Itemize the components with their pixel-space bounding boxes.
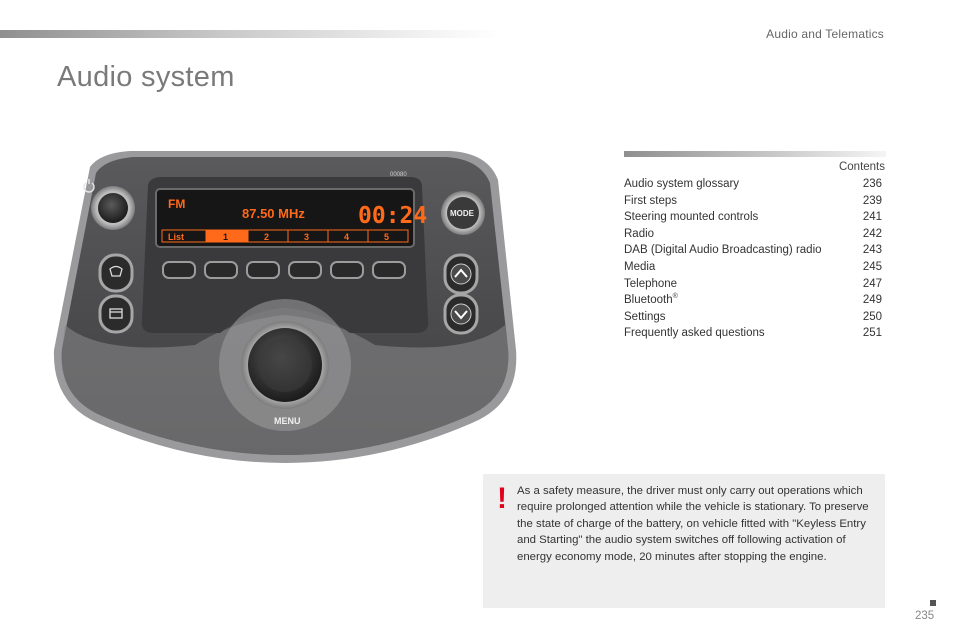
power-icon [83,179,95,193]
contents-item-page: 247 [862,277,882,290]
contents-item-page: 250 [862,310,882,323]
display-frequency: 87.50 MHz [242,206,305,221]
contents-item[interactable]: Bluetooth® 249 [624,292,882,309]
mode-button[interactable] [441,191,485,235]
contents-item-page: 236 [862,178,882,190]
contents-item-label: Audio system glossary [624,178,740,190]
display-preset-2: 2 [264,232,269,242]
power-knob[interactable] [91,186,135,230]
contents-item-label: Steering mounted controls [624,211,759,224]
contents-item-label: First steps [624,194,678,207]
display-clock: 00:24 [358,203,427,229]
contents-item[interactable]: Media 245 [624,259,882,276]
contents-item-page: 243 [862,244,882,257]
contents-item[interactable]: Radio 242 [624,226,882,243]
contents-item[interactable]: Audio system glossary 236 [624,176,882,193]
preset-button-4[interactable] [288,261,322,279]
up-arrow-icon [454,268,468,278]
display-band: FM [168,197,185,211]
audio-unit-illustration: FM 87.50 MHz 00:24 List 1 2 3 4 5 00080 [50,145,520,465]
header-decor-bar [0,30,500,38]
contents-item-page: 249 [862,294,882,307]
contents-item[interactable]: DAB (Digital Audio Broadcasting) radio 24… [624,242,882,259]
page-number: 235 [915,610,935,622]
contents-item-page: 241 [862,211,882,224]
safety-note-text: As a safety measure, the driver must onl… [517,485,869,563]
contents-item-label: Radio [624,227,655,240]
menu-label: MENU [274,416,301,426]
registered-mark: ® [672,293,678,301]
preset-button-6[interactable] [372,261,406,279]
contents-item[interactable]: Frequently asked questions 251 [624,325,882,342]
contents-item[interactable]: First steps 239 [624,193,882,210]
contents-item-page: 251 [862,327,882,340]
display-preset-5: 5 [384,232,389,242]
preset-button-5[interactable] [330,261,364,279]
page-marker [930,600,936,606]
contents-item-label: Telephone [624,277,678,290]
contents-item[interactable]: Telephone 247 [624,276,882,293]
contents-item-page: 239 [862,194,882,207]
contents-item-label: Bluetooth [624,294,673,307]
display-list-label: List [168,232,184,242]
contents-decor-bar [624,151,886,157]
down-button[interactable] [443,293,479,335]
contents-item-label: DAB (Digital Audio Broadcasting) radio [624,244,822,257]
section-title: Audio and Telematics [766,27,884,41]
contents-item-label: Frequently asked questions [624,327,765,340]
display-preset-1: 1 [223,232,228,242]
settings-icon [109,308,123,319]
safety-note: ! As a safety measure, the driver must o… [483,474,885,608]
contents-item-page: 245 [862,260,882,273]
menu-knob[interactable] [219,299,351,431]
display-preset-4: 4 [344,232,349,242]
display-preset-3: 3 [304,232,309,242]
contents-item[interactable]: Settings 250 [624,309,882,326]
phone-button[interactable] [98,253,134,293]
phone-icon [109,265,123,277]
model-code: 00080 [390,172,407,178]
up-button[interactable] [443,253,479,295]
mode-label: MODE [450,209,475,218]
contents-item-label: Settings [624,310,666,323]
warning-icon: ! [497,482,507,515]
settings-button[interactable] [98,294,134,334]
contents-item[interactable]: Steering mounted controls 241 [624,209,882,226]
preset-button-3[interactable] [246,261,280,279]
preset-button-1[interactable] [162,261,196,279]
page-title: Audio system [57,61,235,93]
contents-item-page: 242 [862,227,882,240]
contents-heading: Contents [838,161,885,173]
contents-item-label: Media [624,260,656,273]
preset-button-2[interactable] [204,261,238,279]
down-arrow-icon [454,310,468,320]
